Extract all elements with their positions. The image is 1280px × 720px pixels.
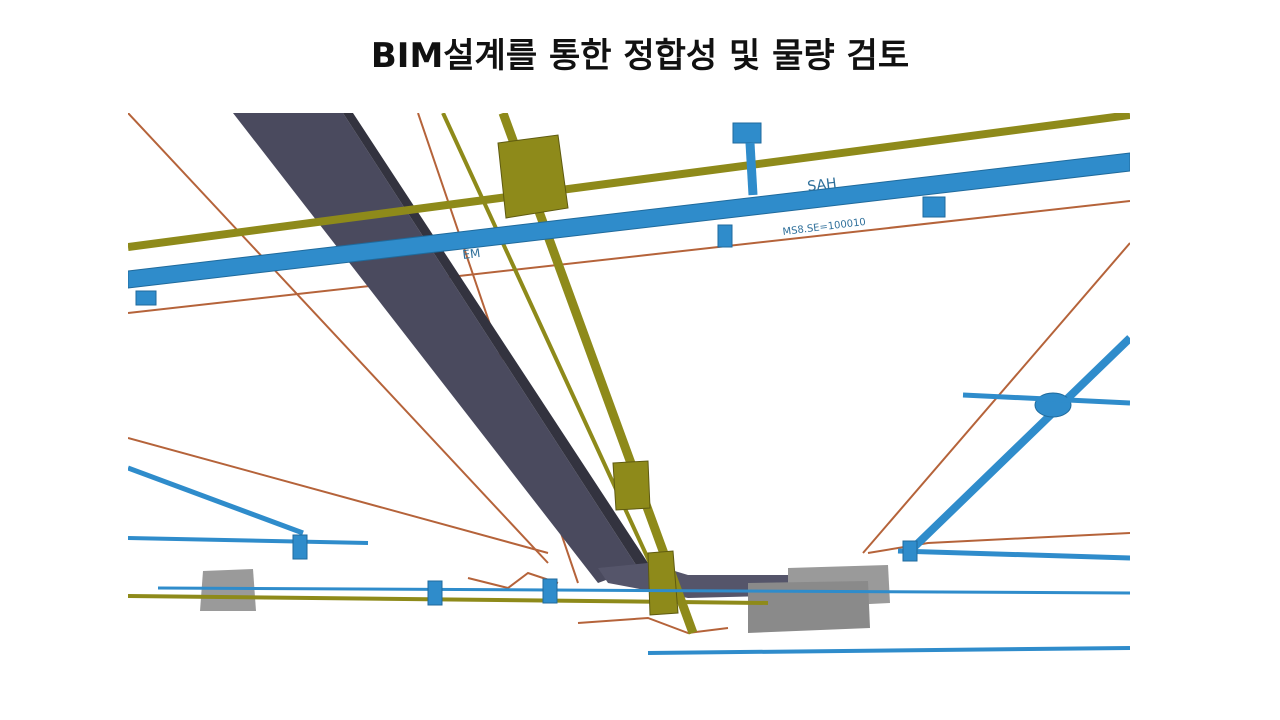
air-duct [200, 113, 890, 633]
water-pipes [128, 122, 1130, 655]
gas-pipes [128, 113, 1130, 635]
pipe-label-main: SAH [807, 176, 838, 195]
bim-model-svg: SAH MS8.SE=100010 EM [128, 113, 1130, 655]
bim-model-render: SAH MS8.SE=100010 EM [128, 113, 1130, 660]
pipe-label-left: EM [462, 246, 482, 262]
slide-title: BIM설계를 통한 정합성 및 물량 검토 [370, 36, 910, 76]
